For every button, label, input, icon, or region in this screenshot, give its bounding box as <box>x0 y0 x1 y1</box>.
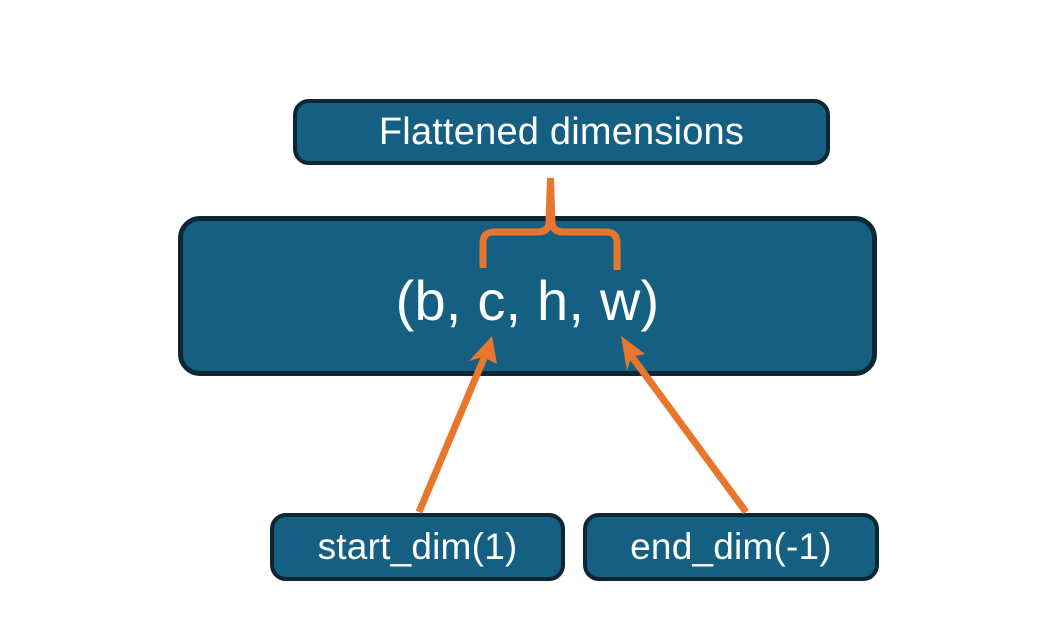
start-dim-label: start_dim(1) <box>317 526 518 567</box>
tensor-shape-node: (b, c, h, w) <box>178 216 877 376</box>
tensor-shape-label: (b, c, h, w) <box>395 268 660 332</box>
start-dim-node: start_dim(1) <box>270 513 565 581</box>
flattened-dimensions-node: Flattened dimensions <box>293 99 830 165</box>
flattened-dimensions-label: Flattened dimensions <box>378 110 745 153</box>
end-dim-node: end_dim(-1) <box>583 513 879 581</box>
end-dim-label: end_dim(-1) <box>630 526 832 567</box>
